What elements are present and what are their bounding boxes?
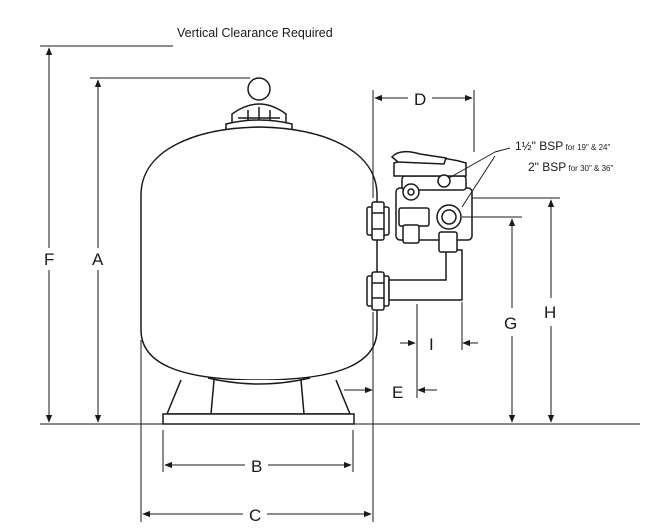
diagram-title: Vertical Clearance Required bbox=[177, 26, 333, 40]
port-note-1: 1½" BSP for 19" & 24" bbox=[515, 139, 610, 153]
dim-label-a: A bbox=[92, 250, 104, 269]
dim-label-i: I bbox=[429, 335, 434, 354]
filter-tank bbox=[140, 77, 378, 425]
dim-label-g: G bbox=[504, 314, 517, 333]
dim-label-c: C bbox=[249, 506, 261, 525]
dim-label-f: F bbox=[44, 250, 54, 269]
dim-label-e: E bbox=[392, 383, 403, 402]
lid-knob bbox=[225, 77, 293, 132]
dim-label-b: B bbox=[251, 457, 262, 476]
tank-base bbox=[162, 377, 355, 425]
tank-body bbox=[140, 126, 378, 381]
port-size-callout: 1½" BSP for 19" & 24" 2" BSP for 30" & 3… bbox=[515, 139, 613, 174]
dimension-lines bbox=[40, 45, 640, 522]
dim-label-h: H bbox=[544, 303, 556, 322]
dimension-labels: F A B C D E I G H bbox=[44, 90, 556, 525]
multiport-valve bbox=[366, 150, 473, 311]
port-note-2: 2" BSP for 30" & 36" bbox=[528, 160, 613, 174]
dim-label-d: D bbox=[414, 90, 426, 109]
